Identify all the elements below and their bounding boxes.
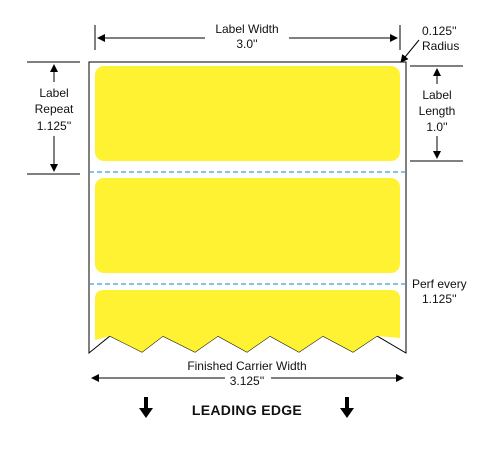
label-repeat-text-bg (28, 82, 80, 136)
label-width-title: Label Width (215, 22, 278, 36)
label-length-title-1: Label (422, 88, 451, 102)
label-repeat-title-2: Repeat (35, 102, 74, 116)
perf-value: 1.125'' (422, 292, 457, 306)
radius-value: 0.125'' (422, 24, 457, 38)
label-width-value: 3.0'' (236, 37, 257, 51)
label-3 (95, 290, 400, 352)
label-length-text-bg (412, 84, 462, 136)
label-length-value: 1.0'' (426, 120, 447, 134)
leading-edge-arrow-right-icon (340, 397, 354, 418)
label-repeat-value: 1.125'' (37, 119, 72, 133)
perf-title: Perf every (412, 277, 467, 291)
leading-edge-label: LEADING EDGE (192, 402, 302, 418)
label-repeat-title-1: Label (39, 86, 68, 100)
label-2 (95, 178, 400, 273)
label-length-title-2: Length (419, 104, 456, 118)
carrier-width-value: 3.125'' (230, 374, 265, 388)
label-width-text-bg (205, 20, 289, 54)
leading-edge-arrow-left-icon (139, 397, 153, 418)
carrier-width-text-bg (225, 372, 271, 386)
label-1 (95, 66, 400, 161)
carrier-width-title: Finished Carrier Width (187, 359, 306, 373)
radius-leader-arrow (400, 39, 420, 63)
radius-title: Radius (422, 39, 459, 53)
